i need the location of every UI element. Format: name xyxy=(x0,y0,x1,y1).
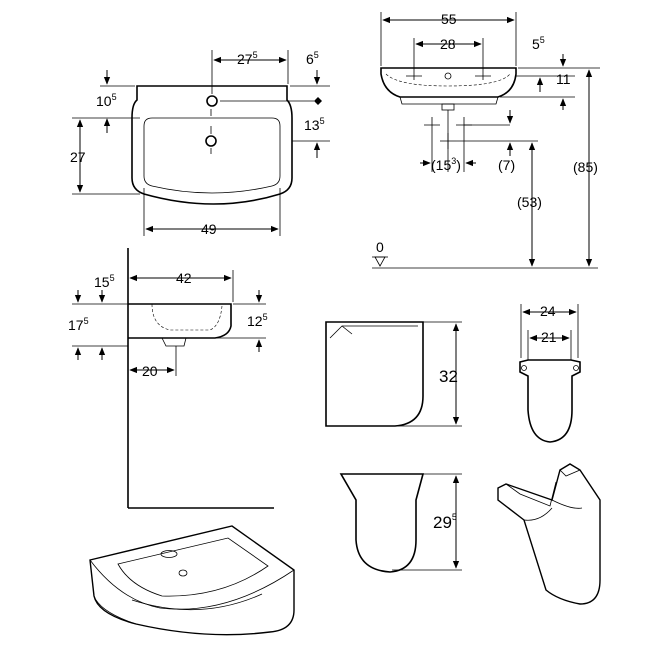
trap-spacing-label: (153) xyxy=(431,156,461,173)
semi-pedestal-outline xyxy=(339,473,425,573)
floor-label: 0 xyxy=(376,239,384,255)
trap-symbol xyxy=(424,117,538,149)
semi-pedestal-perspective xyxy=(497,463,601,605)
pedestal-outline xyxy=(325,321,424,427)
drain-hole xyxy=(205,135,217,147)
plan-view: 275 65 105 135 27 49 xyxy=(70,50,330,237)
semi-perspective-outline xyxy=(497,463,601,605)
top-height-label: 11 xyxy=(556,71,571,87)
pedestal-side-outline xyxy=(519,359,581,443)
waste-height-label: (53) xyxy=(517,194,542,210)
basin-perspective xyxy=(89,525,295,636)
plan-basin-outline xyxy=(131,85,293,205)
wall-depth-label: 42 xyxy=(176,270,192,286)
plan-edge-label: 65 xyxy=(306,50,319,67)
wall-waste-label: 20 xyxy=(142,363,158,379)
semi-height-label: 295 xyxy=(433,512,457,532)
pedestal-top-label: 24 xyxy=(540,303,556,319)
wall-left-label: 175 xyxy=(68,316,89,333)
plan-width-label: 49 xyxy=(201,221,217,237)
semi-pedestal-front: 295 xyxy=(339,473,462,573)
top-width-label: 55 xyxy=(441,11,457,27)
top-offset-label: 55 xyxy=(532,35,545,52)
side-basin-outline xyxy=(128,303,232,339)
wall-right-label: 125 xyxy=(247,312,268,329)
total-height-label: (85) xyxy=(573,159,598,175)
plan-hole-label: 135 xyxy=(304,116,325,133)
pedestal-height-label: 32 xyxy=(439,367,458,386)
plan-bowl-outline xyxy=(143,117,281,194)
front-view: 55 28 55 11 (85) (7) xyxy=(372,11,600,269)
pedestal-side: 24 21 xyxy=(519,303,581,443)
front-basin-outline xyxy=(380,67,517,98)
side-view: 42 155 175 125 20 xyxy=(68,248,274,509)
basin-drain xyxy=(178,569,188,577)
plan-front-label: 105 xyxy=(96,92,117,109)
trap-depth-label: (7) xyxy=(498,157,515,173)
pedestal-front: 32 xyxy=(325,321,462,427)
basin-perspective-outline xyxy=(89,525,295,636)
wall-top-label: 155 xyxy=(94,273,115,290)
plan-tap-label: 275 xyxy=(237,50,258,67)
top-holes-label: 28 xyxy=(440,36,456,52)
basin-tap-hole xyxy=(160,550,178,558)
tap-hole xyxy=(206,95,218,107)
pedestal-inner-label: 21 xyxy=(541,329,557,345)
plan-depth-label: 27 xyxy=(70,149,86,165)
